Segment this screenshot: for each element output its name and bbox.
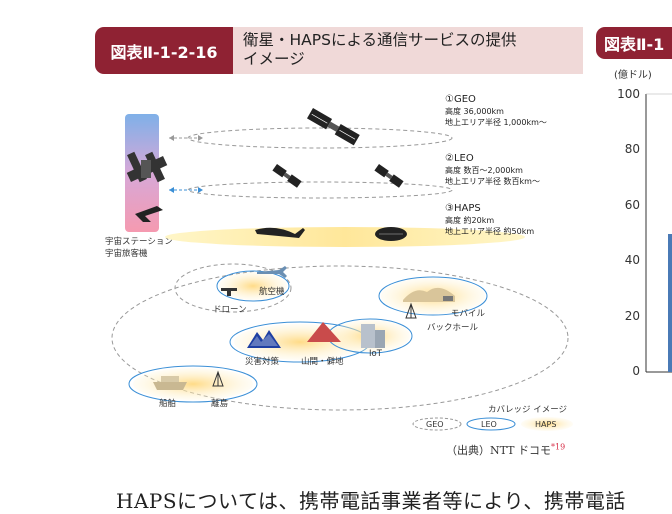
ytick-100: 100	[617, 87, 640, 101]
station-label: 宇宙ステーション	[105, 236, 173, 247]
leo-coverage-air	[174, 263, 292, 313]
ship-label: 船舶	[159, 398, 176, 409]
coverage-legend: カバレッジ イメージ GEO LEO HAPS	[412, 405, 573, 431]
iot-building-icon	[361, 324, 385, 348]
svg-text:高度 約20km: 高度 約20km	[445, 215, 494, 225]
svg-text:③HAPS: ③HAPS	[445, 203, 481, 214]
haps-band	[165, 227, 525, 247]
geo-orbit	[187, 127, 453, 149]
leo-satellite-icon-1	[272, 164, 302, 188]
haps-glow-air	[219, 272, 287, 300]
mountain-icon	[307, 322, 341, 342]
airship-icon	[375, 227, 407, 241]
chart-bar-fragment	[668, 234, 672, 372]
legend-title: カバレッジ イメージ	[488, 405, 567, 415]
chart-unit: (億ドル)	[614, 70, 652, 81]
geo-info: ①GEO 高度 36,000km 地上エリア半径 1,000km～	[445, 94, 547, 127]
disaster-mountain-icon	[247, 330, 281, 348]
backhaul-label: バックホール	[427, 323, 479, 333]
haps-info: ③HAPS 高度 約20km 地上エリア半径 約50km	[445, 203, 534, 236]
legend-haps: HAPS	[535, 420, 556, 429]
figure-header: 図表Ⅱ-1-2-16 衛星・HAPSによる通信サービスの提供 イメージ	[95, 27, 583, 74]
geo-satellite-icon	[307, 108, 360, 146]
legend-geo: GEO	[426, 420, 444, 429]
backhaul-antenna-icon	[405, 302, 417, 319]
space-plane-label: 宇宙旅客機	[105, 248, 148, 259]
svg-text:①GEO: ①GEO	[445, 94, 476, 105]
island-antenna-icon	[212, 370, 224, 387]
ytick-60: 60	[624, 198, 640, 212]
svg-text:高度 数百～2,000km: 高度 数百～2,000km	[445, 165, 523, 175]
iot-label: IoT	[369, 349, 383, 359]
drone-label: ドローン	[213, 305, 247, 315]
svg-text:地上エリア半径 約50km: 地上エリア半径 約50km	[445, 226, 534, 236]
airplane-icon	[257, 266, 287, 278]
aircraft-label: 航空機	[259, 286, 285, 297]
haps-aircraft-icon	[255, 227, 305, 238]
svg-text:②LEO: ②LEO	[445, 153, 474, 164]
ytick-0: 0	[632, 364, 640, 378]
source-text: （出典）NTT ドコモ	[446, 444, 551, 457]
disaster-label: 災害対策	[245, 356, 280, 367]
space-station-icon	[126, 151, 168, 183]
ship-icon	[153, 376, 187, 390]
geo-coverage	[111, 265, 569, 411]
leo-ring-sea	[128, 365, 258, 403]
haps-glow-sea	[133, 368, 253, 400]
svg-text:高度 36,000km: 高度 36,000km	[445, 106, 504, 116]
mobile-town-icon	[403, 287, 455, 302]
svg-text:地上エリア半径 数百km～: 地上エリア半径 数百km～	[445, 176, 540, 186]
mountain-label: 山間・僻地	[301, 356, 344, 367]
leo-ring-air	[216, 270, 290, 302]
legend-leo: LEO	[481, 420, 497, 429]
mobile-label: モバイル	[451, 309, 486, 319]
right-figure-number: 図表Ⅱ-1	[596, 27, 672, 59]
figure-source: （出典）NTT ドコモ*19	[446, 442, 565, 458]
source-note: *19	[551, 442, 566, 452]
chart-fragment	[645, 93, 672, 373]
leo-info: ②LEO 高度 数百～2,000km 地上エリア半径 数百km～	[445, 153, 540, 186]
body-paragraph: HAPSについては、携帯電話事業者等により、携帯電話	[116, 489, 626, 513]
right-figure-header: 図表Ⅱ-1	[596, 27, 672, 59]
leo-satellite-icon-2	[374, 164, 404, 188]
figure-number: 図表Ⅱ-1-2-16	[95, 27, 233, 74]
leo-ring-mobile	[378, 276, 488, 316]
drone-icon	[221, 288, 237, 296]
leo-orbit	[187, 181, 453, 199]
ytick-20: 20	[624, 309, 640, 323]
svg-text:地上エリア半径 1,000km～: 地上エリア半径 1,000km～	[445, 117, 547, 127]
figure-title: 衛星・HAPSによる通信サービスの提供 イメージ	[233, 27, 583, 74]
ytick-80: 80	[624, 142, 640, 156]
satellite-haps-diagram: 宇宙ステーション 宇宙旅客機 ①GEO 高度 36,000km 地上エリア半径 …	[105, 94, 573, 431]
ytick-40: 40	[624, 253, 640, 267]
island-label: 離島	[211, 398, 229, 409]
space-plane-icon	[135, 206, 163, 222]
